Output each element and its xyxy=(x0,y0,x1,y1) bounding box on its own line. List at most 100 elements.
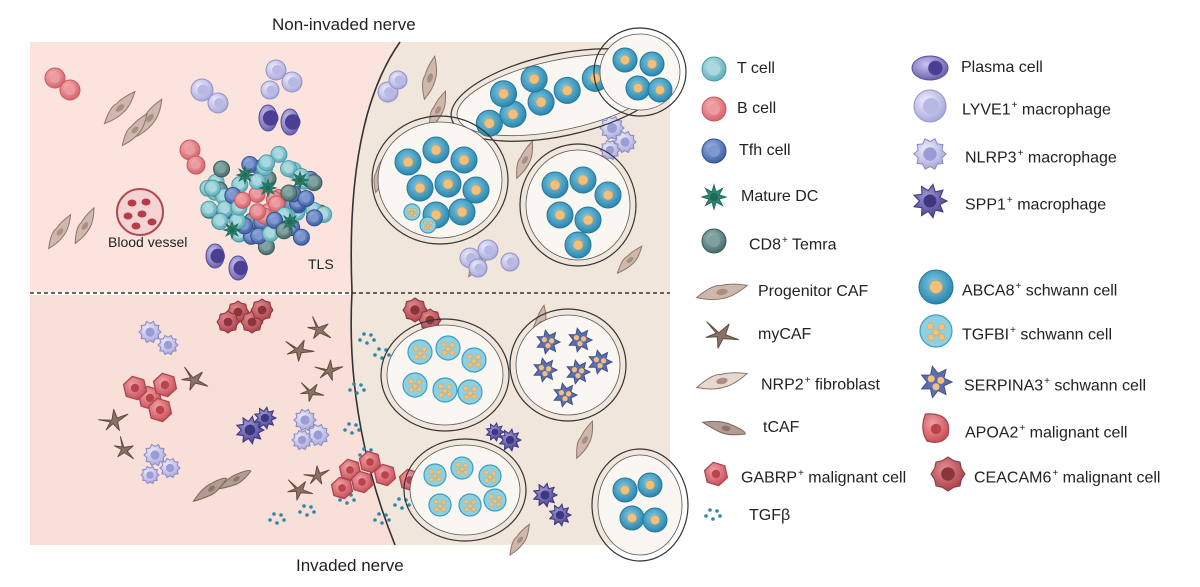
legend-label-b: B cell xyxy=(737,99,776,119)
b-cell xyxy=(187,156,205,174)
tfh-cell xyxy=(298,191,314,207)
legend-label-ceacam: CEACAM6+ malignant cell xyxy=(974,464,1160,488)
title-invaded: Invaded nerve xyxy=(296,556,404,576)
legend-label-tfh: Tfh cell xyxy=(739,141,791,161)
mature-dc xyxy=(260,180,276,196)
lyve1-macrophage xyxy=(389,71,407,89)
t-cell xyxy=(702,57,726,81)
tfh-cell xyxy=(306,210,322,226)
progenitor-caf xyxy=(695,281,748,302)
mature-dc xyxy=(282,214,298,230)
tcaf xyxy=(701,419,746,438)
tgfbi-schwann-cell xyxy=(484,489,506,511)
gabrp-malignant-cell xyxy=(705,462,728,485)
tgfbi-schwann-cell xyxy=(403,373,427,397)
title-non-invaded: Non-invaded nerve xyxy=(272,15,416,35)
mature-dc xyxy=(292,172,308,188)
lyve1-macrophage xyxy=(501,253,519,271)
tfh-cell xyxy=(702,139,726,163)
label-tls: TLS xyxy=(308,256,334,272)
abca8-schwann-cell xyxy=(613,478,637,502)
cd8-temra-cell xyxy=(214,161,230,177)
serpina3-schwann-cell xyxy=(922,366,952,397)
tgfbi-schwann-cell xyxy=(479,465,501,487)
legend-label-tcaf: tCAF xyxy=(763,418,799,438)
mature-dc xyxy=(237,167,253,183)
abca8-schwann-cell xyxy=(449,199,475,225)
abca8-schwann-cell xyxy=(640,52,664,76)
legend-label-apoa2: APOA2+ malignant cell xyxy=(965,419,1127,443)
ceacam6-malignant-cell xyxy=(217,311,239,333)
nerve-bundle xyxy=(520,144,636,266)
legend-label-lyve1: LYVE1+ macrophage xyxy=(962,96,1111,120)
mature-dc xyxy=(702,185,726,209)
abca8-schwann-cell xyxy=(595,182,621,208)
legend-label-plasma: Plasma cell xyxy=(961,58,1043,78)
lyve1-macrophage xyxy=(914,90,946,122)
tgfbi-schwann-cell xyxy=(433,378,457,402)
t-cell xyxy=(212,213,228,229)
tgfbi-schwann-cell xyxy=(420,217,436,233)
abca8-schwann-cell xyxy=(423,137,449,163)
abca8-schwann-cell xyxy=(435,171,461,197)
tgfbi-schwann-cell xyxy=(404,204,420,220)
abca8-schwann-cell xyxy=(575,207,601,233)
nerve-bundle xyxy=(404,439,526,541)
cd8-temra-cell xyxy=(281,185,297,201)
abca8-schwann-cell xyxy=(542,172,568,198)
tgfbi-schwann-cell xyxy=(436,336,460,360)
legend-label-pcaf: Progenitor CAF xyxy=(758,282,868,302)
plasma-cell xyxy=(912,56,948,80)
t-cell xyxy=(201,201,217,217)
nerve-bundle xyxy=(510,309,626,421)
abca8-schwann-cell xyxy=(547,202,573,228)
spp1-macrophage xyxy=(914,184,947,217)
b-cell xyxy=(60,80,80,100)
abca8-schwann-cell xyxy=(626,76,650,100)
legend-label-cd8: CD8+ Temra xyxy=(749,231,836,255)
tgfbi-schwann-cell xyxy=(459,494,481,516)
b-cell xyxy=(702,97,726,121)
tgfbi-schwann-cell xyxy=(920,315,952,347)
abca8-schwann-cell xyxy=(565,232,591,258)
tgfbi-schwann-cell xyxy=(458,380,482,404)
nlrp3-macrophage xyxy=(914,139,946,169)
tgfbi-schwann-cell xyxy=(424,464,446,486)
legend-label-dc: Mature DC xyxy=(741,187,818,207)
abca8-schwann-cell xyxy=(620,506,644,530)
ceacam6-malignant-cell xyxy=(251,299,273,321)
abca8-schwann-cell xyxy=(463,177,489,203)
lyve1-macrophage xyxy=(208,93,228,113)
lyve1-macrophage xyxy=(478,240,498,260)
mycaf xyxy=(703,320,741,351)
apoa2-malignant-cell xyxy=(923,414,949,442)
watermark: 知乎 @Evil Genius xyxy=(878,518,1159,562)
nrp2-fibroblast xyxy=(695,370,749,393)
legend-label-tgfb: TGFβ xyxy=(749,506,790,526)
abca8-schwann-cell xyxy=(407,175,433,201)
b-cell xyxy=(250,204,266,220)
nerve-bundle xyxy=(594,28,686,116)
blood-vessel xyxy=(117,189,163,235)
lyve1-macrophage xyxy=(282,72,302,92)
legend-label-spp1: SPP1+ macrophage xyxy=(965,191,1106,215)
legend-label-serp: SERPINA3+ schwann cell xyxy=(964,372,1146,396)
abca8-schwann-cell xyxy=(451,147,477,173)
mature-dc xyxy=(224,222,240,238)
legend-label-nlrp3: NLRP3+ macrophage xyxy=(965,144,1117,168)
nerve-bundle xyxy=(592,449,688,561)
abca8-schwann-cell xyxy=(638,473,662,497)
abca8-schwann-cell xyxy=(919,270,953,304)
cd8-temra-cell xyxy=(702,229,726,253)
label-blood-vessel: Blood vessel xyxy=(108,234,187,250)
legend-label-mycaf: myCAF xyxy=(758,325,811,345)
tgfbi-schwann-cell xyxy=(429,494,451,516)
nerve-bundle xyxy=(381,319,509,431)
b-cell xyxy=(235,192,251,208)
tgfbi-schwann-cell xyxy=(451,457,473,479)
t-cell xyxy=(205,180,221,196)
legend-label-tgfbi: TGFBI+ schwann cell xyxy=(962,321,1112,345)
tfh-cell xyxy=(293,229,309,245)
tgfbi-schwann-cell xyxy=(408,340,432,364)
